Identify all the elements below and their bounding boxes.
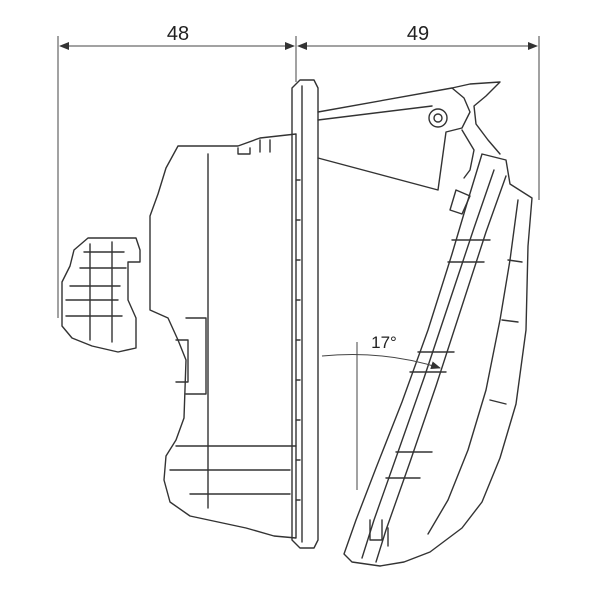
angle-annotation: 17° (321, 333, 441, 490)
mounting-flange (291, 79, 319, 549)
dimension-label-left: 48 (167, 23, 189, 45)
housing-body (149, 133, 297, 539)
hinge-pin-icon (428, 108, 448, 128)
hinged-lid (317, 81, 501, 191)
socket-front-face (343, 153, 533, 567)
dimension-right: 49 (297, 23, 540, 200)
rear-cable-block (61, 237, 141, 353)
dimension-label-right: 49 (407, 23, 429, 45)
dimension-left: 48 (57, 23, 297, 318)
angle-label: 17° (371, 333, 397, 352)
angle-arc (321, 354, 441, 370)
